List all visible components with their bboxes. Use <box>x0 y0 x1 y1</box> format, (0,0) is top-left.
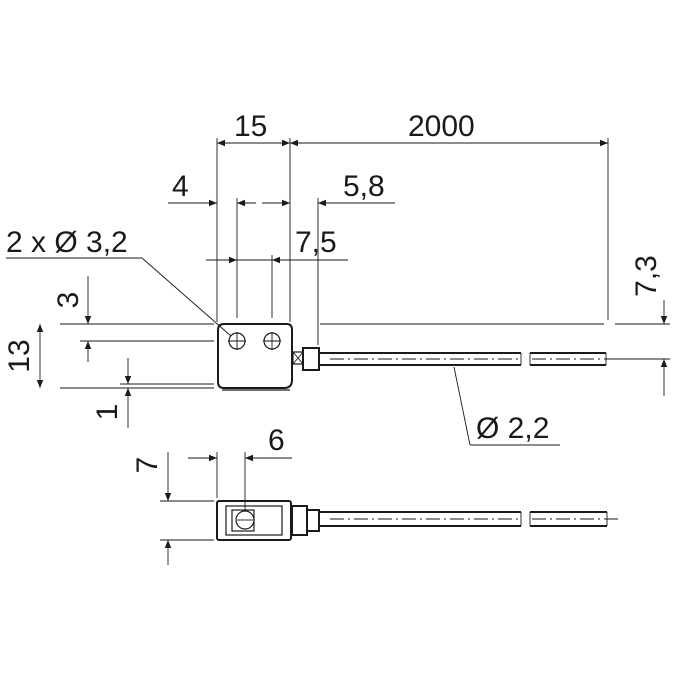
top-view-cable <box>319 352 630 366</box>
bottom-recess <box>225 505 283 536</box>
dim-height-1: 1 <box>91 404 124 421</box>
dim-cable-2000: 2000 <box>408 110 475 143</box>
bottom-view-cable <box>319 511 622 527</box>
bottom-dimensions: 6 7 <box>131 424 292 565</box>
sensor-body <box>217 323 293 389</box>
bottom-view-sensor <box>216 500 320 541</box>
dim-bottom-7: 7 <box>131 457 164 474</box>
dim-offset-5-8: 5,8 <box>343 170 385 203</box>
cable-gland <box>302 347 320 371</box>
dimension-lines <box>6 139 668 446</box>
dim-height-13: 13 <box>3 339 36 372</box>
dim-holes: 2 x Ø 3,2 <box>6 226 128 259</box>
dim-height-7-3: 7,3 <box>630 255 663 297</box>
dim-offset-7-5: 7,5 <box>295 226 337 259</box>
top-view-sensor <box>217 323 320 391</box>
dim-offset-4: 4 <box>172 170 189 203</box>
dimension-labels: 15 2000 4 5,8 2 x Ø 3,2 7,5 3 13 1 Ø 2,2… <box>3 110 663 445</box>
dim-cable-diameter: Ø 2,2 <box>476 412 549 445</box>
extension-lines <box>60 138 670 389</box>
dim-bottom-6: 6 <box>268 424 285 457</box>
dim-height-3: 3 <box>52 292 85 309</box>
bottom-hole <box>235 510 255 530</box>
bottom-cable-gland <box>291 505 308 536</box>
dim-width-15: 15 <box>234 110 267 143</box>
